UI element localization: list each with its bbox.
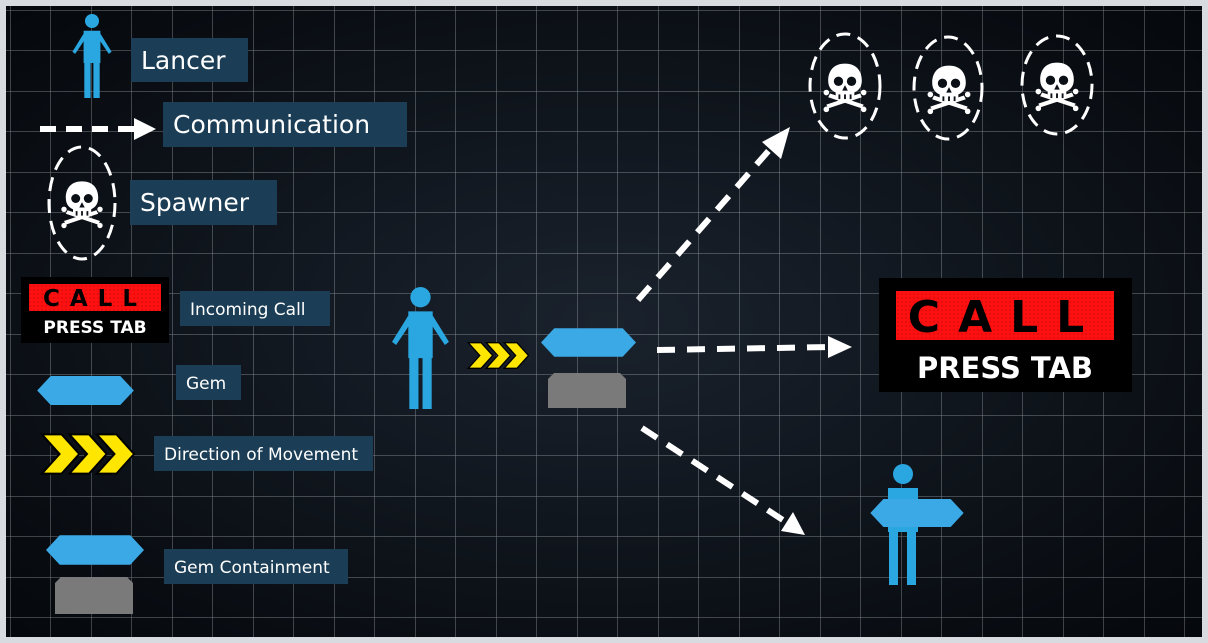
call-badge-large: CALL PRESS TAB xyxy=(879,278,1132,392)
spawner-1 xyxy=(808,32,882,140)
legend-label-gem: Gem xyxy=(186,374,226,394)
dashed-arrow-icon xyxy=(40,118,156,140)
legend-label-gem-containment: Gem Containment xyxy=(174,558,330,578)
legend-label-direction: Direction of Movement xyxy=(164,445,358,465)
gem-icon xyxy=(37,376,134,405)
svg-text:PRESS TAB: PRESS TAB xyxy=(43,318,146,338)
containment-icon xyxy=(55,577,133,614)
legend-label-spawner: Spawner xyxy=(140,188,250,217)
communication-arrow-down xyxy=(640,425,805,535)
legend-lancer: Lancer xyxy=(72,14,248,98)
spawner-2 xyxy=(912,35,984,141)
lancer-carrying-gem xyxy=(870,464,964,585)
gem-icon xyxy=(870,499,964,527)
svg-text:PRESS TAB: PRESS TAB xyxy=(917,351,1093,385)
legend-incoming-call: CALL PRESS TAB Incoming Call xyxy=(21,277,330,343)
scene-containment xyxy=(548,373,626,408)
legend-label-lancer: Lancer xyxy=(141,46,226,75)
call-badge-icon: CALL PRESS TAB xyxy=(21,277,169,343)
legend-label-incoming-call: Incoming Call xyxy=(190,300,306,320)
gem-icon xyxy=(46,535,144,565)
legend-label-communication: Communication xyxy=(173,110,370,139)
communication-arrow-right xyxy=(656,336,852,358)
legend-spawner: Spawner xyxy=(47,145,277,261)
svg-text:CALL: CALL xyxy=(908,292,1102,343)
spawner-3 xyxy=(1020,34,1094,136)
scene-gem xyxy=(541,328,636,357)
legend-direction: Direction of Movement xyxy=(40,433,373,475)
legend-gem-containment: Gem Containment xyxy=(46,535,348,614)
legend-communication: Communication xyxy=(40,102,407,147)
communication-arrow-up xyxy=(635,127,790,302)
legend-gem: Gem xyxy=(37,365,241,405)
legend-label-box xyxy=(131,38,248,82)
svg-text:CALL: CALL xyxy=(43,286,147,312)
